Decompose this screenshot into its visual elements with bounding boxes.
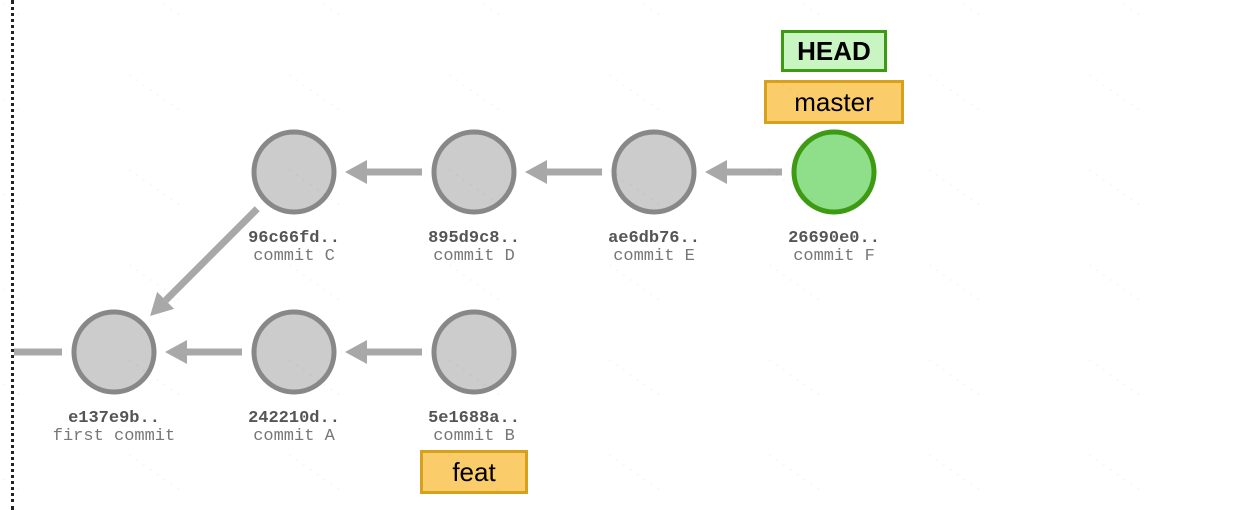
commit-message: commit D: [433, 247, 515, 266]
commit-hash: 895d9c8..: [428, 229, 520, 248]
commit-circle[interactable]: [251, 309, 337, 395]
commit-node-242210d[interactable]: 242210d..commit A: [248, 309, 340, 446]
commit-message: commit E: [613, 247, 695, 266]
commit-circle[interactable]: [791, 129, 877, 215]
commit-message: commit A: [253, 427, 335, 446]
commit-node-96c66fd[interactable]: 96c66fd..commit C: [248, 129, 340, 266]
commit-hash: 26690e0..: [788, 229, 880, 248]
commit-node-895d9c8[interactable]: 895d9c8..commit D: [428, 129, 520, 266]
commit-node-26690e0[interactable]: 26690e0..commit F: [788, 129, 880, 266]
branch-label-feat[interactable]: feat: [420, 450, 528, 494]
commit-node-5e1688a[interactable]: 5e1688a..commit B: [428, 309, 520, 446]
commit-message: commit B: [433, 427, 515, 446]
edge-arrow: [345, 160, 422, 184]
commit-circle[interactable]: [431, 309, 517, 395]
commit-hash: 5e1688a..: [428, 409, 520, 428]
edge-arrow: [525, 160, 602, 184]
edge-arrow: [705, 160, 782, 184]
edge-arrow: [165, 340, 242, 364]
commit-message: commit C: [253, 247, 335, 266]
branch-label-master[interactable]: master: [764, 80, 904, 124]
commit-hash: 96c66fd..: [248, 229, 340, 248]
commit-hash: ae6db76..: [608, 229, 700, 248]
commit-hash: e137e9b..: [68, 409, 160, 428]
left-border: [0, 0, 14, 510]
head-label: HEAD: [781, 30, 887, 72]
commit-node-ae6db76[interactable]: ae6db76..commit E: [608, 129, 700, 266]
commit-circle[interactable]: [431, 129, 517, 215]
edge-arrow: [345, 340, 422, 364]
edge-arrow: [150, 206, 260, 316]
commit-hash: 242210d..: [248, 409, 340, 428]
commit-circle[interactable]: [71, 309, 157, 395]
commit-message: commit F: [793, 247, 875, 266]
commit-node-e137e9b[interactable]: e137e9b..first commit: [53, 309, 175, 446]
commit-circle[interactable]: [251, 129, 337, 215]
commit-circle[interactable]: [611, 129, 697, 215]
commit-message: first commit: [53, 427, 175, 446]
